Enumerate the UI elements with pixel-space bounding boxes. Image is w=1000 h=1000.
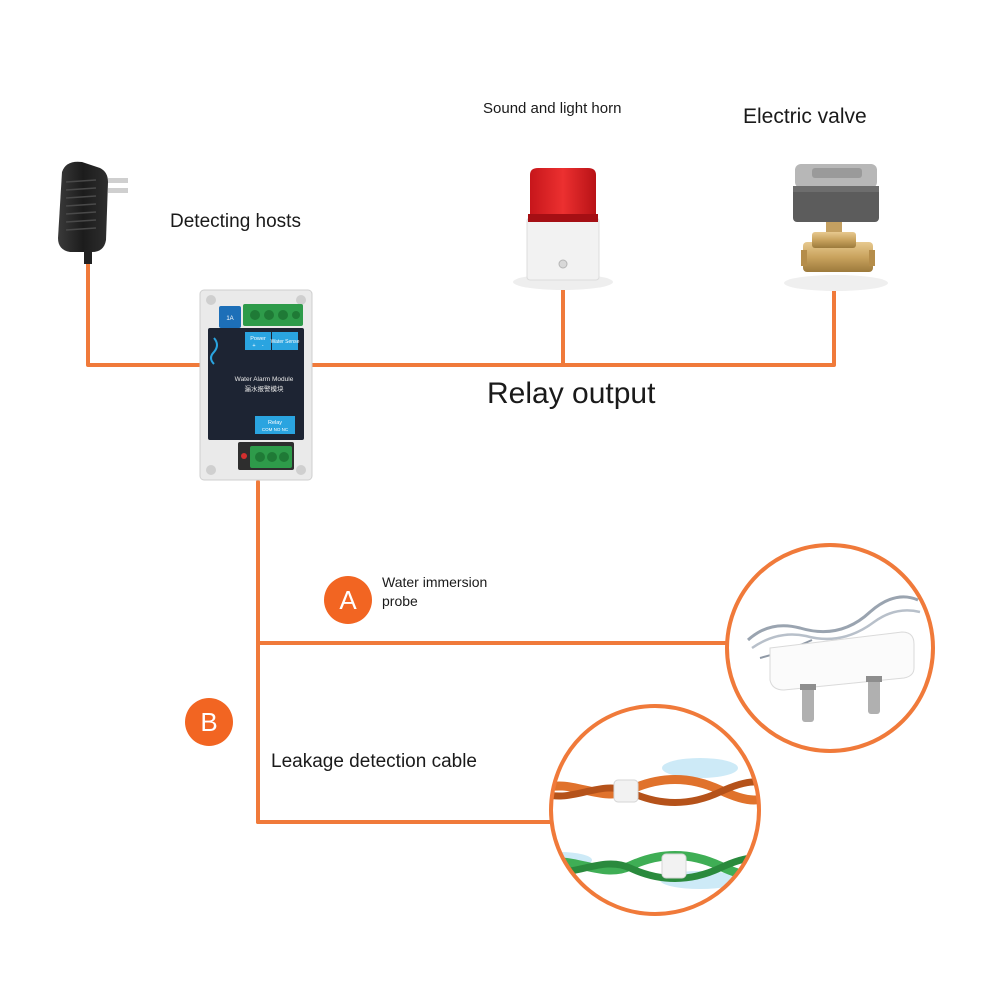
water-alarm-module: 1A Power + - Water Sense Water Alarm Mod…	[199, 289, 313, 481]
detecting-hosts-label: Detecting hosts	[170, 211, 301, 232]
probe-label: Water immersion probe	[382, 574, 488, 609]
horn-icon	[513, 168, 613, 290]
module-relay-label: Relay	[268, 420, 282, 426]
module-water-sense-label: Water Sense	[271, 339, 300, 345]
module-plus-minus: + -	[252, 343, 263, 349]
power-adapter-icon	[58, 161, 128, 264]
relay-output-wire	[310, 283, 836, 367]
wires	[86, 253, 836, 824]
badge-b: B	[185, 698, 233, 746]
module-knob-label: 1A	[226, 316, 233, 322]
adapter-cable	[86, 253, 207, 367]
relay-output-label: Relay output	[487, 377, 656, 410]
horn-label: Sound and light horn	[483, 100, 622, 117]
module-title-cn: 漏水报警模块	[245, 384, 285, 393]
probe-callout	[725, 543, 935, 753]
module-title: Water Alarm Module	[235, 376, 294, 383]
badge-a: A	[324, 576, 372, 624]
module-relay-pins: COM NO NC	[262, 427, 289, 432]
valve-label: Electric valve	[743, 105, 867, 128]
cable-callout	[549, 704, 761, 916]
cable-label: Leakage detection cable	[271, 751, 477, 772]
probe-body	[769, 631, 915, 691]
valve-icon	[784, 164, 888, 291]
module-power-label: Power	[250, 336, 266, 342]
